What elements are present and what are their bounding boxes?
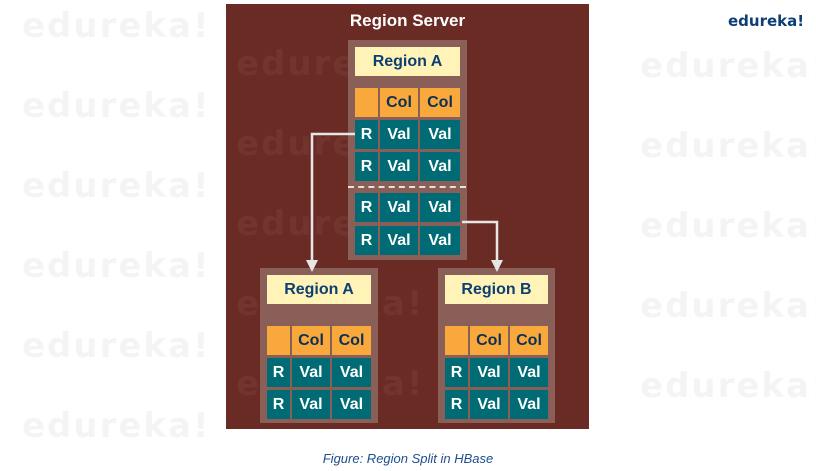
value-cell: Val bbox=[470, 390, 508, 419]
value-cell: Val bbox=[292, 390, 330, 419]
column-header: Col bbox=[470, 326, 508, 355]
value-cell: Val bbox=[420, 226, 460, 255]
region-label: Region B bbox=[445, 275, 548, 304]
region-label: Region A bbox=[267, 275, 371, 304]
row-key: R bbox=[267, 358, 290, 387]
column-header: Col bbox=[292, 326, 330, 355]
region-server-title: Region Server bbox=[349, 11, 466, 30]
value-cell: Val bbox=[420, 120, 460, 149]
figure-caption: Figure: Region Split in HBase bbox=[322, 451, 494, 466]
value-cell: Val bbox=[380, 120, 418, 149]
value-cell: Val bbox=[380, 152, 418, 181]
arrow-to-region-a bbox=[310, 132, 355, 262]
value-cell: Val bbox=[332, 390, 371, 419]
region-left: Region A Col Col R Val Val R Val Val bbox=[260, 268, 378, 423]
corner-cell bbox=[445, 326, 468, 355]
row-key: R bbox=[445, 358, 468, 387]
value-cell: Val bbox=[510, 358, 548, 387]
value-cell: Val bbox=[332, 358, 371, 387]
value-cell: Val bbox=[380, 193, 418, 222]
value-cell: Val bbox=[420, 193, 460, 222]
column-header: Col bbox=[380, 88, 418, 117]
corner-cell bbox=[355, 88, 378, 117]
row-key: R bbox=[355, 120, 378, 149]
region-original: Region A Col Col R Val Val R Val Val R V… bbox=[348, 40, 467, 260]
value-cell: Val bbox=[292, 358, 330, 387]
row-key: R bbox=[355, 152, 378, 181]
column-header: Col bbox=[420, 88, 460, 117]
column-header: Col bbox=[332, 326, 371, 355]
value-cell: Val bbox=[470, 358, 508, 387]
split-line bbox=[348, 186, 466, 188]
row-key: R bbox=[355, 193, 378, 222]
arrow-to-region-b bbox=[462, 220, 499, 262]
corner-cell bbox=[267, 326, 290, 355]
edureka-logo: edureka! bbox=[728, 12, 805, 30]
row-key: R bbox=[355, 226, 378, 255]
value-cell: Val bbox=[510, 390, 548, 419]
value-cell: Val bbox=[380, 226, 418, 255]
row-key: R bbox=[267, 390, 290, 419]
region-label: Region A bbox=[355, 47, 460, 76]
arrow-head-right bbox=[491, 260, 503, 272]
arrow-head-left bbox=[306, 260, 318, 272]
column-header: Col bbox=[510, 326, 548, 355]
value-cell: Val bbox=[420, 152, 460, 181]
row-key: R bbox=[445, 390, 468, 419]
region-right: Region B Col Col R Val Val R Val Val bbox=[438, 268, 555, 423]
